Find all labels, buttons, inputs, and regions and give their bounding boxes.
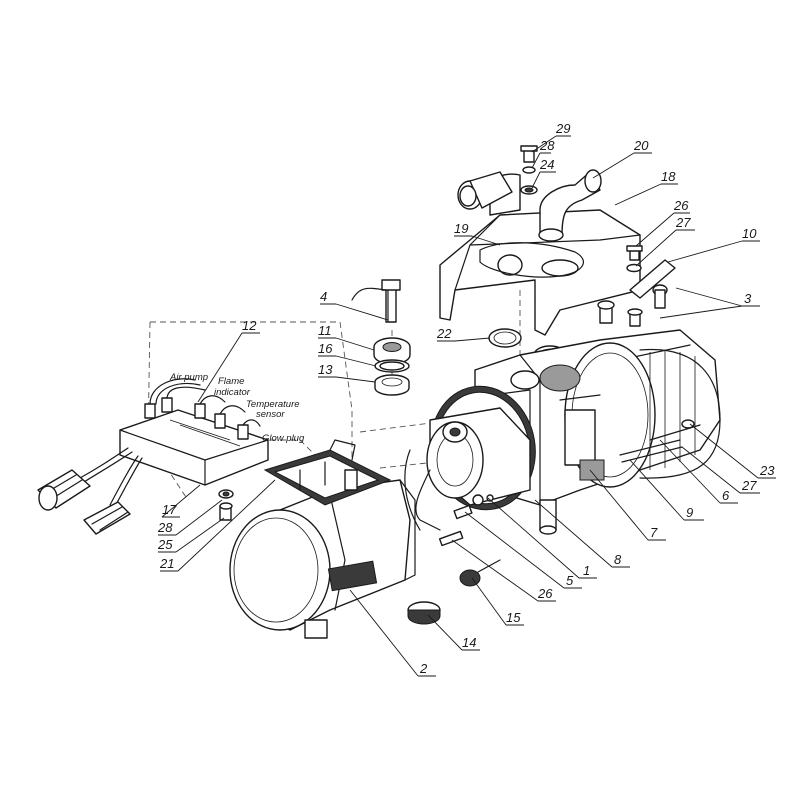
callout-15: 15 — [506, 610, 521, 625]
callout-17: 17 — [162, 502, 177, 517]
callout-1: 1 — [583, 563, 590, 578]
callout-26-top: 26 — [673, 198, 689, 213]
callout-3: 3 — [744, 291, 752, 306]
callout-13: 13 — [318, 362, 333, 377]
burner-screws — [438, 504, 473, 547]
callout-20: 20 — [633, 138, 649, 153]
callout-14: 14 — [462, 635, 476, 650]
callout-25: 25 — [157, 537, 173, 552]
label-flame-indicator-2: indicator — [214, 387, 251, 398]
callout-4: 4 — [320, 289, 327, 304]
label-air-pump: Air pump — [169, 372, 208, 383]
temperature-sensor — [351, 279, 401, 323]
callout-10: 10 — [742, 226, 757, 241]
callout-27-top: 27 — [675, 215, 691, 230]
callout-18: 18 — [661, 169, 676, 184]
callout-23: 23 — [759, 463, 775, 478]
callout-28-left: 28 — [157, 520, 173, 535]
callout-21: 21 — [159, 556, 174, 571]
left-screws — [218, 489, 234, 521]
burner — [404, 407, 531, 531]
callout-11: 11 — [318, 323, 332, 338]
heat-exchanger — [474, 329, 721, 535]
callout-29: 29 — [555, 121, 570, 136]
callout-5: 5 — [566, 573, 574, 588]
callout-27-bottom: 27 — [741, 478, 757, 493]
callout-12: 12 — [242, 318, 257, 333]
leader-lines — [158, 135, 776, 677]
callout-labels: 29 28 24 20 18 19 26 27 10 3 4 12 11 16 … — [157, 121, 775, 676]
top-cover — [439, 145, 643, 336]
bracket-fittings — [597, 259, 676, 327]
callout-24: 24 — [539, 157, 554, 172]
label-glow-plug: Glow plug — [262, 433, 305, 444]
callout-6: 6 — [722, 488, 730, 503]
callout-8: 8 — [614, 552, 622, 567]
air-blower — [229, 439, 416, 639]
control-unit-harness — [37, 378, 269, 535]
callout-26-bottom: 26 — [537, 586, 553, 601]
grommet-and-plug — [407, 559, 501, 625]
callout-2: 2 — [419, 661, 428, 676]
callout-28-top: 28 — [539, 138, 555, 153]
seal-rings-stack — [373, 337, 411, 396]
label-temperature-sensor-2: sensor — [256, 409, 285, 420]
label-flame-indicator-1: Flame — [218, 376, 244, 387]
callout-9: 9 — [686, 505, 693, 520]
callout-22: 22 — [436, 326, 452, 341]
callout-16: 16 — [318, 341, 333, 356]
harness-annotations: Air pump Flame indicator Temperature sen… — [169, 372, 305, 444]
callout-19: 19 — [454, 221, 468, 236]
label-temperature-sensor-1: Temperature — [246, 399, 300, 410]
callout-7: 7 — [650, 525, 658, 540]
